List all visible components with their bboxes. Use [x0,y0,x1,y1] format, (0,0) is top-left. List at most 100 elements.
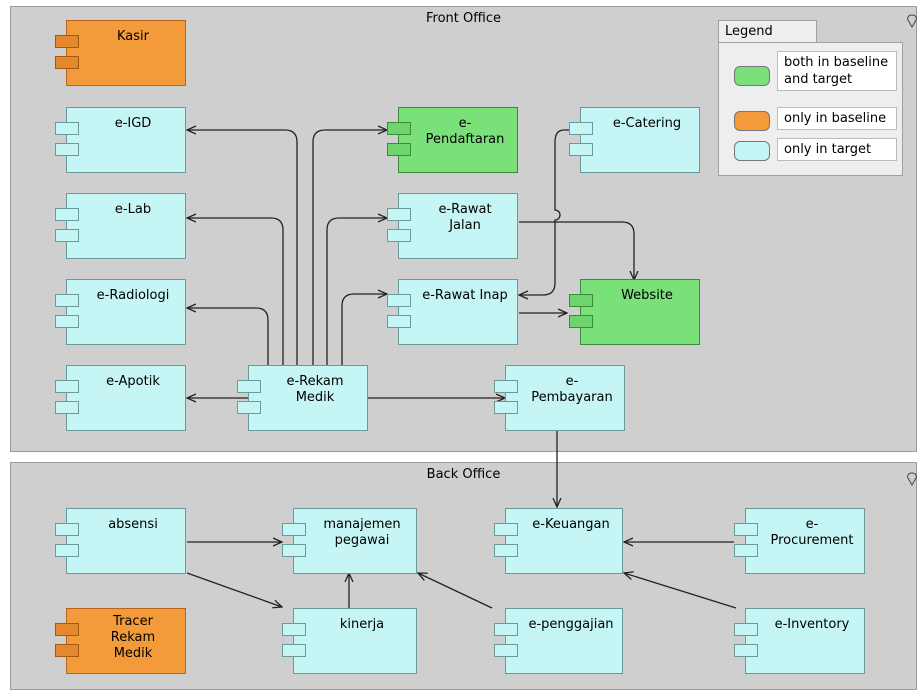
component-port-icon [282,523,306,536]
component-port-icon [734,544,758,557]
legend-label-baseline: only in baseline [777,107,897,130]
component-label: e-IGD [114,116,152,131]
pin-icon [907,14,917,28]
component-label: e- Pendaftaran [425,116,505,147]
component-port-icon [55,401,79,414]
edge-catering-to-rawat-inap [519,129,569,295]
component-port-icon [282,644,306,657]
component-e-procurement[interactable]: e- Procurement [734,508,865,574]
component-port-icon [387,143,411,156]
edge-rekam-to-rawat-jalan [326,218,387,366]
component-port-icon [282,623,306,636]
component-label: e-Rawat Inap [422,288,508,303]
component-label: e-Rawat Jalan [438,202,492,233]
component-e-apotik[interactable]: e-Apotik [55,365,186,431]
component-kasir[interactable]: Kasir [55,20,186,86]
component-e-radiologi[interactable]: e-Radiologi [55,279,186,345]
component-absensi[interactable]: absensi [55,508,186,574]
component-port-icon [55,544,79,557]
legend-swatch-both [734,66,770,86]
component-label: e-Lab [114,202,152,217]
component-label: e-Rekam Medik [286,374,344,405]
component-port-icon [569,122,593,135]
legend: both in baseline and target only in base… [718,42,903,176]
component-label: e-Catering [612,116,682,131]
component-port-icon [237,380,261,393]
component-port-icon [494,401,518,414]
component-label: e- Procurement [770,517,854,548]
edge-rekam-to-pendaftaran [312,130,387,366]
component-e-pendaftaran[interactable]: e- Pendaftaran [387,107,518,173]
component-e-catering[interactable]: e-Catering [569,107,700,173]
component-label: e-penggajian [528,617,614,632]
component-port-icon [282,544,306,557]
component-port-icon [55,35,79,48]
edge-rekam-to-igd [187,130,298,366]
component-label: Kasir [117,29,149,44]
legend-label-both: both in baseline and target [777,51,897,91]
edge-absensi-to-kinerja [186,572,282,607]
component-port-icon [734,523,758,536]
component-e-rawat-inap[interactable]: e-Rawat Inap [387,279,518,345]
component-e-rawat-jalan[interactable]: e-Rawat Jalan [387,193,518,259]
legend-title: Legend [718,20,817,43]
component-e-keuangan[interactable]: e-Keuangan [494,508,623,574]
edge-rekam-to-radiologi [187,308,269,366]
component-port-icon [55,623,79,636]
component-label: absensi [108,517,158,532]
component-tracer-rekam-medik[interactable]: Tracer Rekam Medik [55,608,186,674]
component-label: Tracer Rekam Medik [110,614,156,661]
legend-label-target: only in target [777,138,897,161]
component-label: kinerja [339,617,385,632]
component-port-icon [387,315,411,328]
component-port-icon [55,523,79,536]
component-label: manajemen pegawai [323,517,401,548]
component-port-icon [494,380,518,393]
component-label: Website [621,288,673,303]
component-port-icon [734,644,758,657]
component-website[interactable]: Website [569,279,700,345]
legend-swatch-target [734,141,770,161]
edge-rawat-jalan-to-website [519,221,634,280]
component-label: e- Pembayaran [531,374,613,405]
component-port-icon [569,294,593,307]
pin-icon [907,472,917,486]
component-manajemen-pegawai[interactable]: manajemen pegawai [282,508,417,574]
component-port-icon [55,644,79,657]
component-port-icon [237,401,261,414]
edge-inventory-to-keuangan [624,573,737,609]
component-port-icon [55,315,79,328]
component-port-icon [55,380,79,393]
component-port-icon [569,143,593,156]
front-office-title: Front Office [426,11,501,26]
component-port-icon [55,122,79,135]
legend-swatch-baseline [734,111,770,131]
component-port-icon [494,544,518,557]
component-port-icon [387,294,411,307]
component-port-icon [55,143,79,156]
component-port-icon [494,644,518,657]
component-e-pembayaran[interactable]: e- Pembayaran [494,365,625,431]
component-port-icon [734,623,758,636]
component-e-lab[interactable]: e-Lab [55,193,186,259]
component-e-inventory[interactable]: e-Inventory [734,608,865,674]
component-port-icon [387,122,411,135]
edge-rekam-to-rawat-inap [341,294,387,366]
back-office-title: Back Office [426,467,501,482]
edge-penggajian-to-manajemen [418,573,493,609]
edge-rekam-to-lab [187,218,284,366]
component-port-icon [569,315,593,328]
component-e-igd[interactable]: e-IGD [55,107,186,173]
component-port-icon [387,229,411,242]
component-label: e-Inventory [774,617,850,632]
component-port-icon [387,208,411,221]
component-kinerja[interactable]: kinerja [282,608,417,674]
component-label: e-Radiologi [96,288,170,303]
component-port-icon [55,56,79,69]
component-e-penggajian[interactable]: e-penggajian [494,608,623,674]
component-port-icon [55,229,79,242]
component-port-icon [494,523,518,536]
component-e-rekam-medik[interactable]: e-Rekam Medik [237,365,368,431]
component-port-icon [494,623,518,636]
